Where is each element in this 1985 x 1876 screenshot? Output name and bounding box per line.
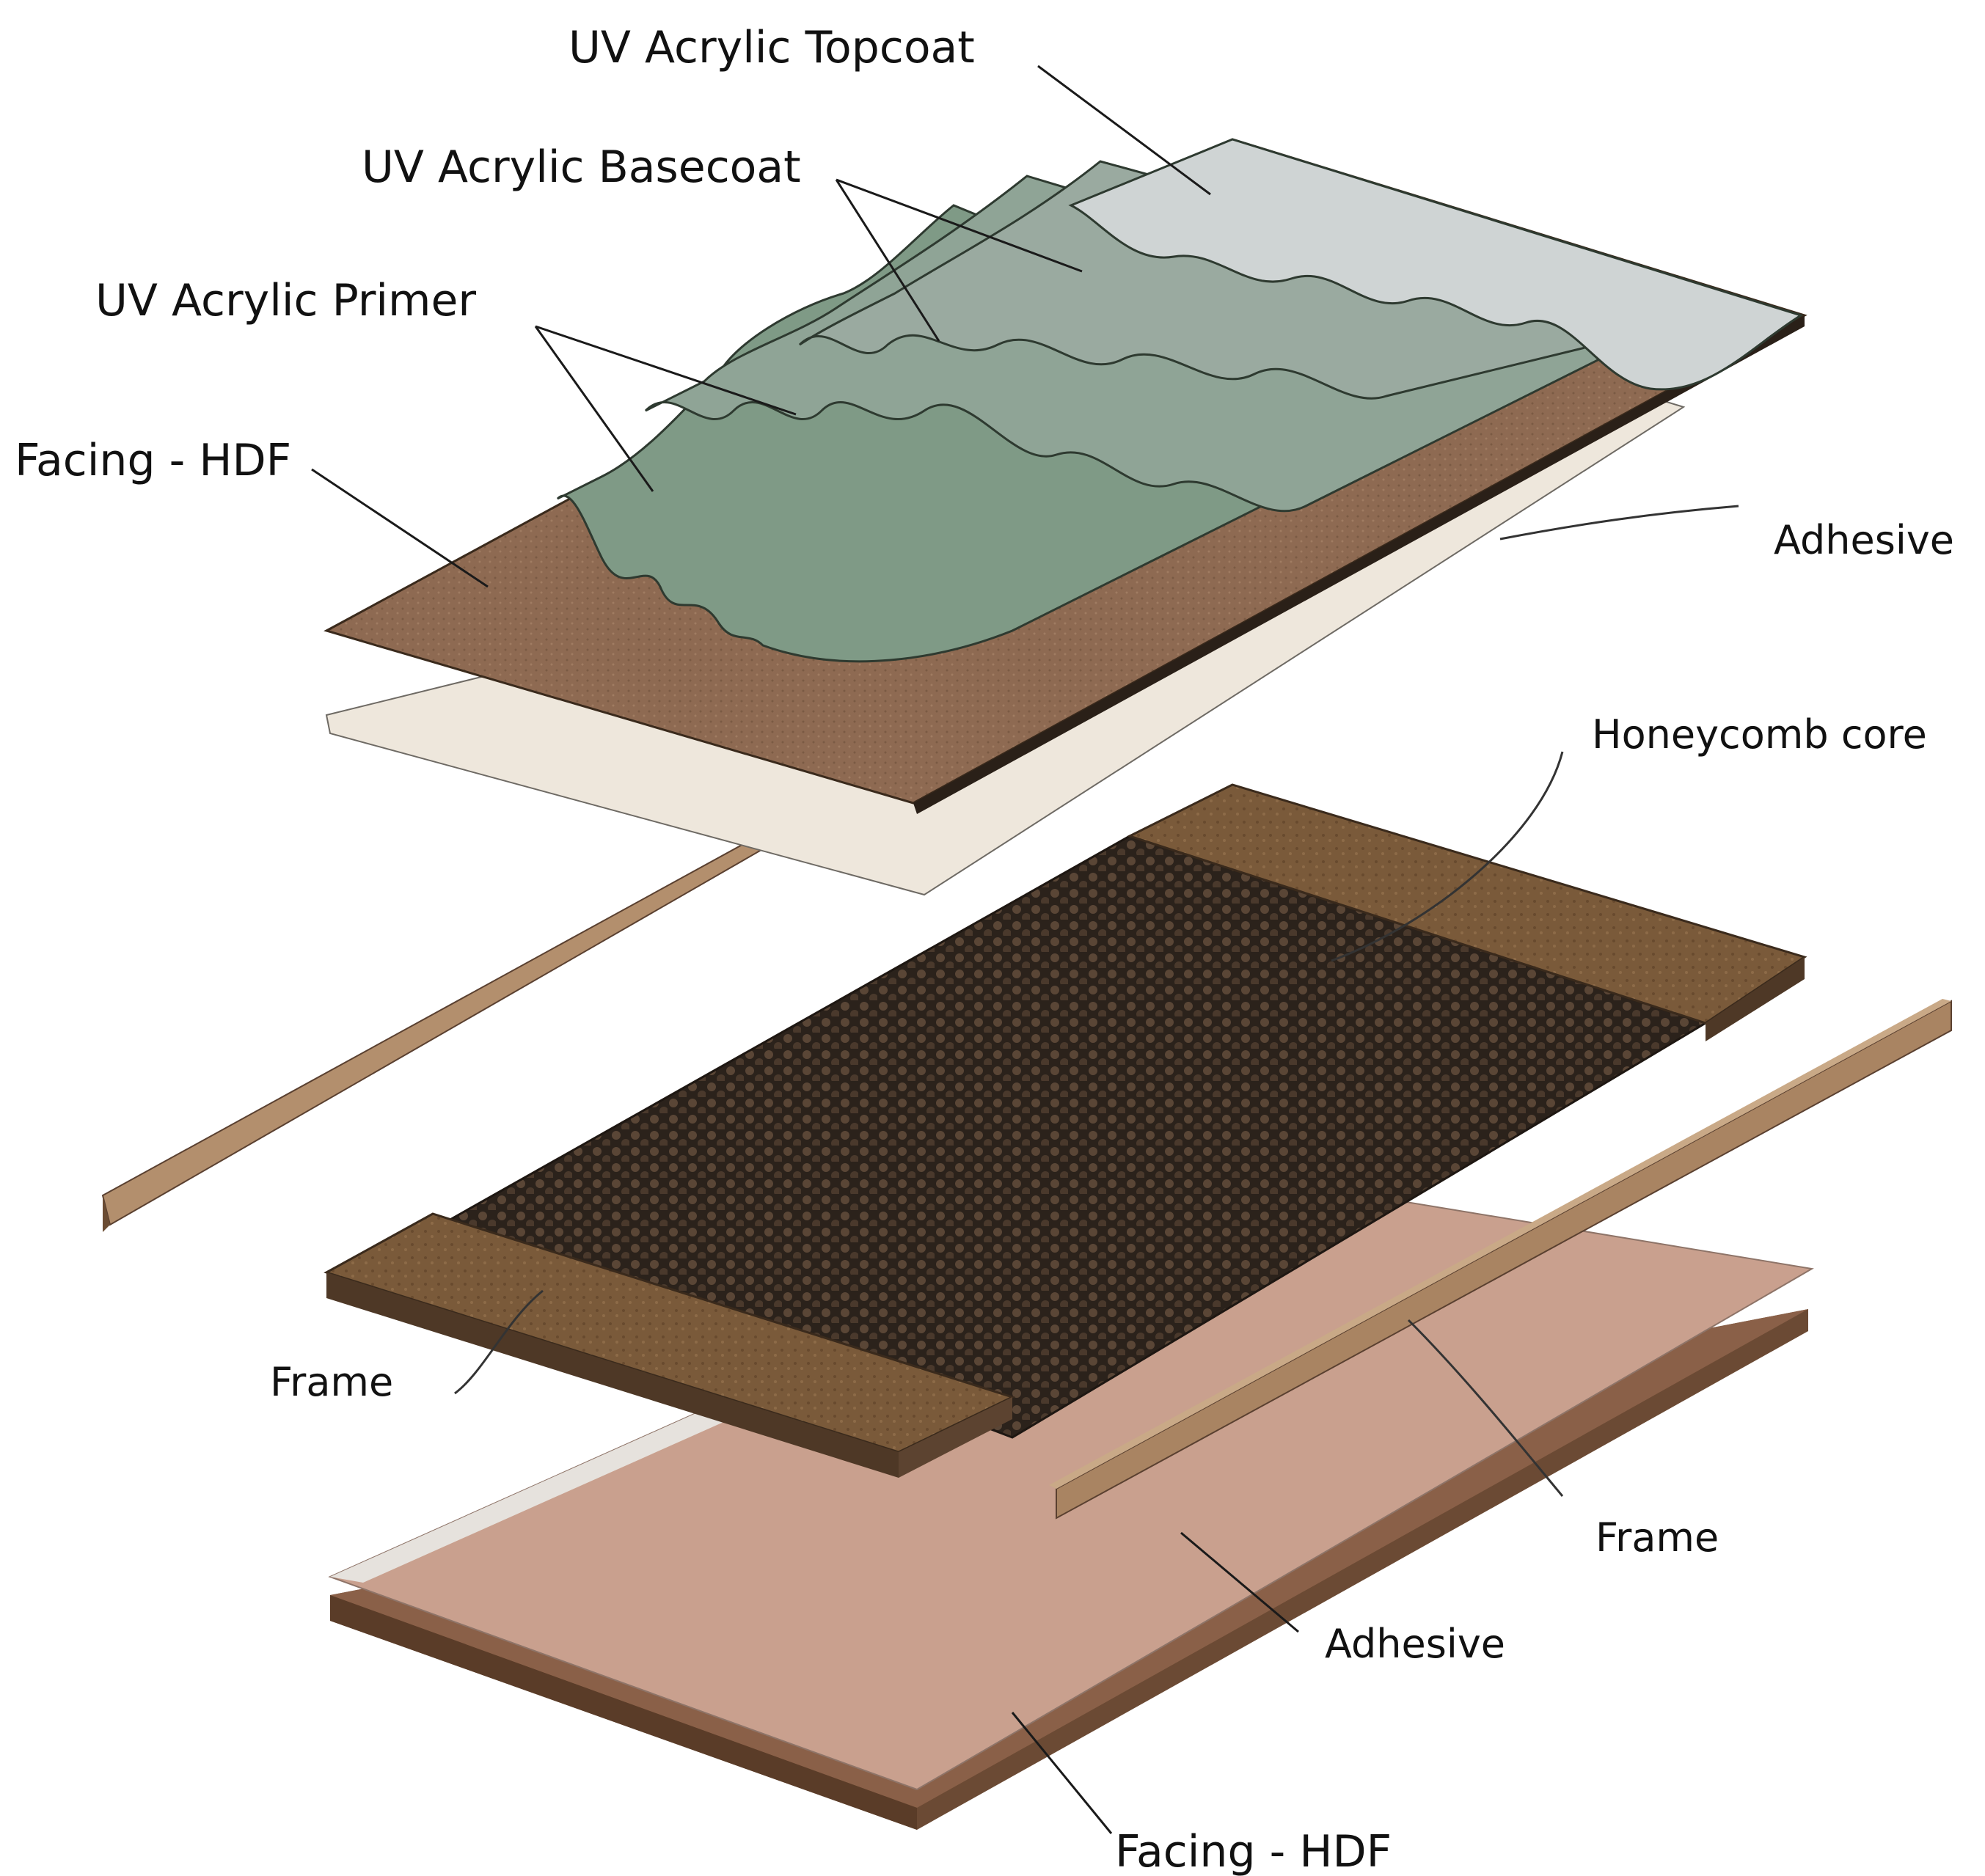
- labels: UV Acrylic Topcoat UV Acrylic Basecoat U…: [15, 22, 1954, 1876]
- label-primer: UV Acrylic Primer: [95, 275, 476, 326]
- leader-primer-1: [535, 325, 797, 416]
- label-frame-left: Frame: [270, 1359, 393, 1405]
- leader-lines: [311, 65, 1739, 1834]
- leader-basecoat-2: [835, 179, 940, 342]
- leader-frame-right: [1407, 1319, 1564, 1497]
- basecoat-layer: [644, 160, 1692, 513]
- leader-honeycomb: [1331, 751, 1564, 962]
- leader-frame-left: [454, 1289, 544, 1395]
- leader-adhesive-bottom: [1180, 1531, 1299, 1633]
- front-frame-block: [323, 1212, 1016, 1478]
- leader-facing-bottom: [1011, 1712, 1113, 1834]
- label-facing-bottom: Facing - HDF: [1115, 1826, 1392, 1876]
- leader-primer-2: [534, 326, 654, 492]
- leader-adhesive-top: [1499, 505, 1739, 541]
- label-adhesive-top: Adhesive: [1774, 517, 1954, 563]
- leader-basecoat-1: [836, 178, 1083, 273]
- right-frame-strip: [1049, 999, 1952, 1520]
- leader-facing-top: [311, 468, 489, 588]
- label-frame-right: Frame: [1595, 1514, 1719, 1561]
- label-facing-top: Facing - HDF: [15, 435, 291, 486]
- label-adhesive-bottom: Adhesive: [1325, 1621, 1505, 1667]
- label-basecoat: UV Acrylic Basecoat: [362, 142, 801, 193]
- back-frame-block: [1127, 783, 1807, 1041]
- leader-topcoat: [1037, 65, 1211, 196]
- label-honeycomb: Honeycomb core: [1592, 711, 1927, 758]
- label-topcoat: UV Acrylic Topcoat: [569, 22, 975, 73]
- topcoat-layer: [1068, 138, 1804, 391]
